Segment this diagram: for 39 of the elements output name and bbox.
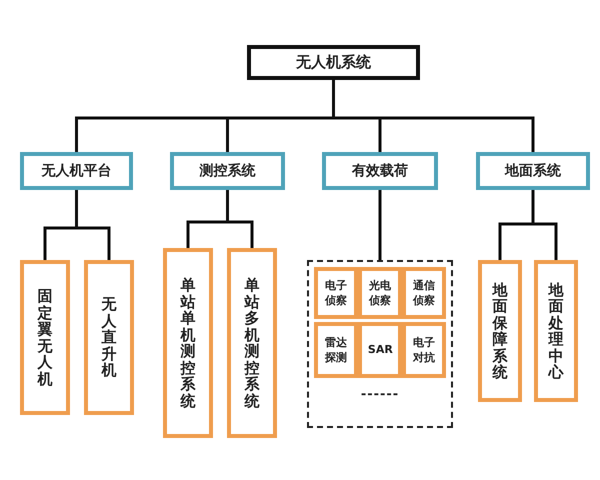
connector-line bbox=[532, 190, 558, 260]
node-label: 电子侦察 bbox=[324, 278, 348, 308]
node-label: SAR bbox=[368, 342, 392, 358]
node-label: 光电侦察 bbox=[368, 278, 392, 308]
payload-box bbox=[314, 267, 358, 319]
node-label: 雷达探测 bbox=[324, 334, 348, 366]
node-label: 无人机平台 bbox=[42, 162, 112, 180]
node-box bbox=[20, 152, 133, 190]
connector-line bbox=[226, 190, 254, 248]
connector-line bbox=[378, 190, 382, 260]
node-label: 固定翼无人机 bbox=[38, 288, 52, 387]
node-box bbox=[163, 248, 213, 438]
node-label: 无人直升机 bbox=[102, 296, 116, 379]
node-box bbox=[247, 45, 420, 80]
node-label: 地面系统 bbox=[505, 162, 561, 180]
node-label: 有效载荷 bbox=[352, 162, 408, 180]
ellipsis-label: ------ bbox=[360, 387, 400, 402]
node-box bbox=[84, 260, 134, 415]
node-box bbox=[322, 152, 438, 190]
connector-line bbox=[75, 190, 110, 260]
node-label: 地面保障系统 bbox=[492, 282, 508, 380]
payload-box bbox=[314, 322, 358, 378]
connector-line bbox=[332, 80, 534, 152]
node-box bbox=[478, 260, 522, 402]
node-label: 通信侦察 bbox=[412, 278, 436, 308]
node-box bbox=[170, 152, 285, 190]
node-box bbox=[476, 152, 590, 190]
node-label: 地面处理中心 bbox=[548, 282, 564, 380]
node-box bbox=[534, 260, 578, 402]
node-label: 无人机系统 bbox=[296, 53, 371, 72]
node-box bbox=[20, 260, 70, 415]
payload-box bbox=[402, 267, 446, 319]
node-label: 单站单机测控系统 bbox=[180, 277, 196, 409]
dashed-group-box bbox=[307, 260, 453, 428]
node-label: 电子对抗 bbox=[412, 334, 436, 366]
node-label: 单站多机测控系统 bbox=[244, 277, 260, 409]
payload-box bbox=[402, 322, 446, 378]
node-box bbox=[227, 248, 277, 438]
node-label: 测控系统 bbox=[200, 162, 256, 180]
